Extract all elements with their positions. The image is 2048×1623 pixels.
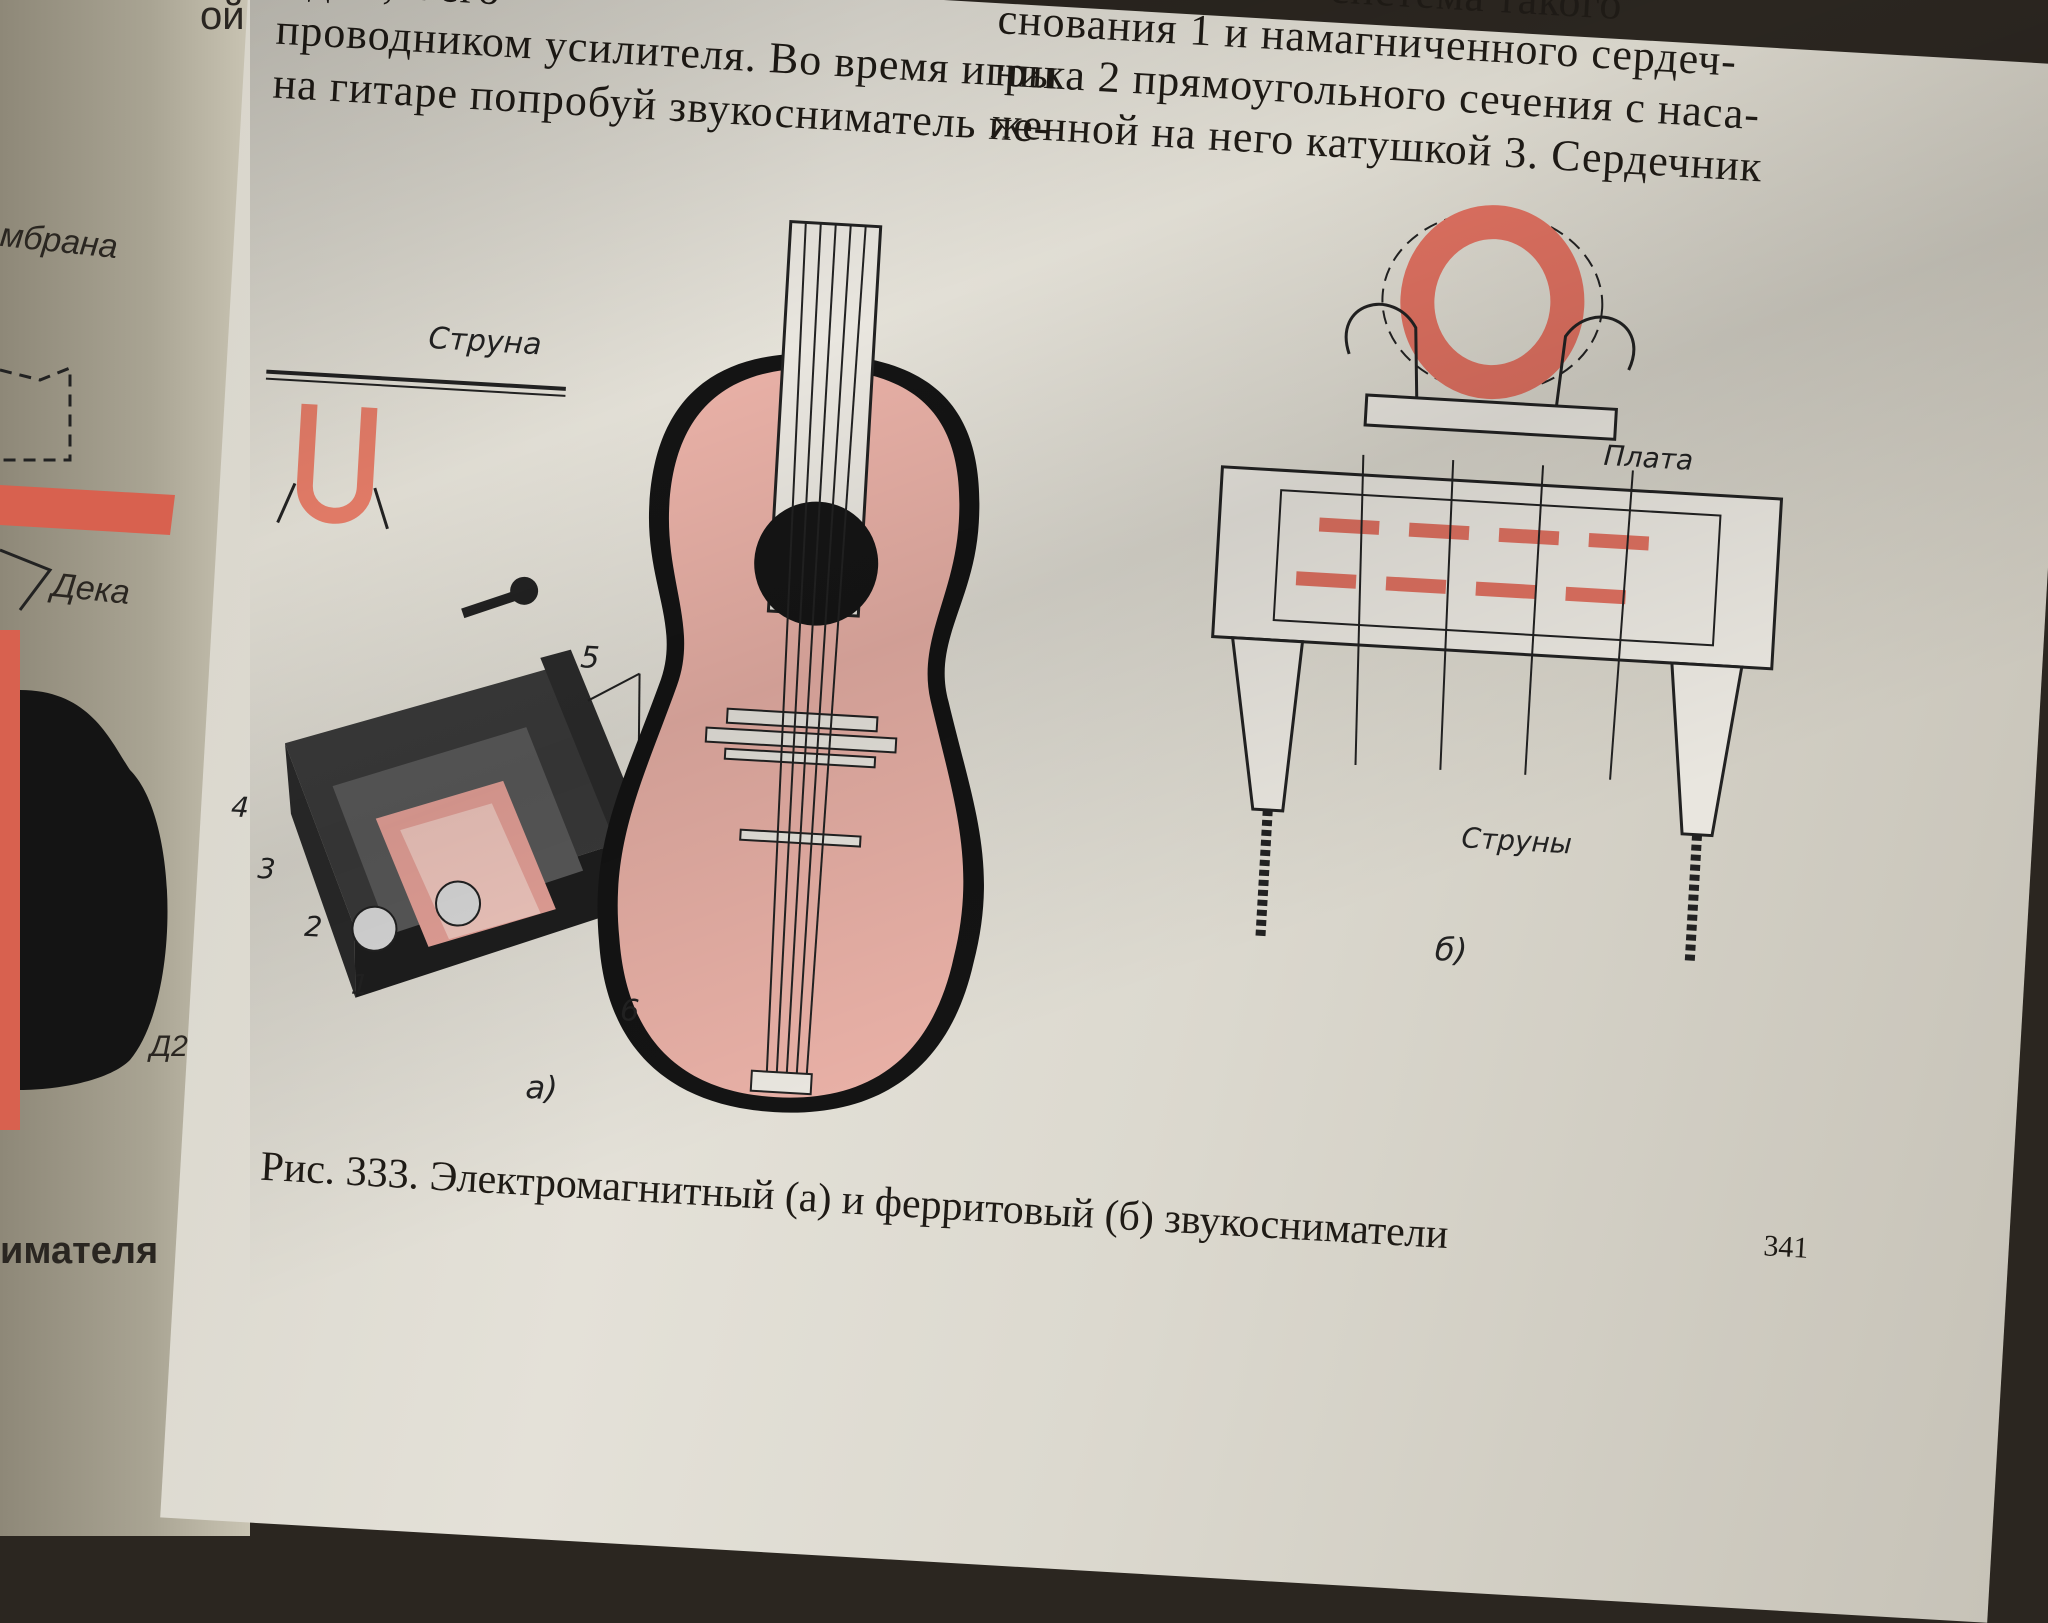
left-page-diagram: [0, 365, 175, 1130]
label-struny: Струны: [1460, 821, 1573, 861]
label-part-5: 5: [579, 640, 601, 677]
label-struna: Струна: [427, 320, 543, 363]
label-part-4: 4: [230, 790, 250, 825]
left-page-deka-label: Дека: [50, 566, 132, 612]
label-part-6: 6: [619, 993, 641, 1030]
left-page-top-fragment: ой: [200, 0, 245, 38]
label-subfigure-b: б): [1433, 929, 1469, 970]
guitar-drawing: [597, 219, 984, 1113]
label-subfigure-a: а): [524, 1067, 559, 1108]
electromagnetic-pickup: [284, 576, 745, 998]
ferrite-pickup: [1211, 205, 1784, 965]
label-part-1: 1: [350, 967, 370, 1002]
label-part-2: 2: [303, 909, 324, 944]
figure-333: [265, 205, 1784, 1113]
left-page-handwritten-mark: Д2: [150, 1030, 188, 1063]
label-plata: Плата: [1602, 438, 1695, 477]
page-number: 341: [1762, 1229, 1810, 1265]
string-magnet-inset: [265, 369, 566, 530]
left-page-caption-fragment: имателя: [0, 1230, 159, 1272]
right-page: дом, а его проводником усилителя. Во вре…: [160, 0, 2048, 1623]
label-part-3: 3: [256, 851, 277, 886]
